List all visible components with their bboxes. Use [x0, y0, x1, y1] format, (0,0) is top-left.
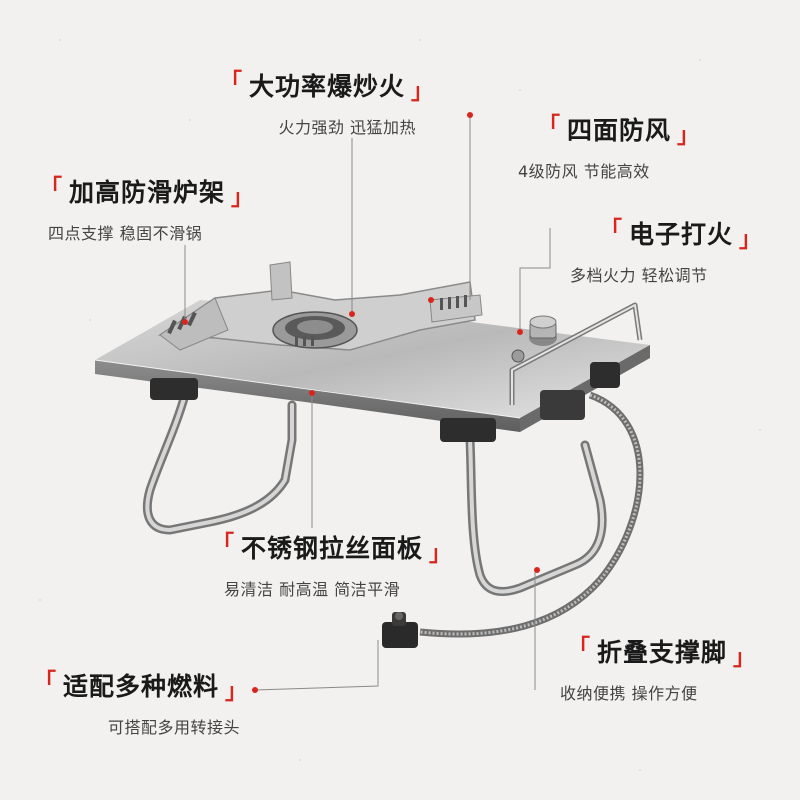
- callout-rack: 「 加高防滑炉架 」 四点支撑 稳固不滑锅: [40, 170, 254, 244]
- bracket-close: 」: [231, 186, 255, 211]
- feature-subtitle: 易清洁 耐高温 简洁平滑: [224, 580, 401, 599]
- handle-rail: [509, 302, 643, 405]
- feature-title: 大功率爆炒火: [249, 72, 406, 101]
- bracket-open: 「: [34, 670, 58, 695]
- feature-subtitle: 可搭配多用转接头: [108, 718, 241, 737]
- feature-subtitle: 火力强劲 迅猛加热: [278, 118, 417, 137]
- callout-leader-lines: [184, 115, 551, 691]
- fuel-connector: [382, 612, 418, 648]
- windshield-rack: [157, 261, 483, 351]
- bracket-open: 「: [538, 114, 562, 139]
- callout-panel: 「 不锈钢拉丝面板 」 易清洁 耐高温 简洁平滑: [212, 526, 452, 600]
- bracket-open: 「: [600, 218, 624, 243]
- feature-subtitle: 收纳便携 操作方便: [560, 684, 698, 703]
- bracket-open: 「: [212, 532, 236, 557]
- bracket-close: 」: [733, 646, 757, 671]
- callout-wind: 「 四面防风 」 4级防风 节能高效: [518, 108, 701, 182]
- bracket-close: 」: [225, 680, 249, 705]
- feature-subtitle: 4级防风 节能高效: [518, 162, 650, 181]
- feature-title: 折叠支撑脚: [597, 638, 728, 667]
- callout-ignite: 「 电子打火 」 多档火力 轻松调节: [570, 212, 763, 286]
- bracket-close: 」: [677, 124, 701, 149]
- feature-subtitle: 多档火力 轻松调节: [570, 266, 708, 285]
- bracket-open: 「: [220, 70, 244, 95]
- feature-title: 适配多种燃料: [63, 672, 220, 701]
- gas-hose: [419, 391, 644, 638]
- callout-power: 「 大功率爆炒火 」 火力强劲 迅猛加热: [220, 64, 434, 138]
- bracket-close: 」: [411, 80, 435, 105]
- feature-title: 不锈钢拉丝面板: [241, 534, 424, 563]
- ignition-knob: [511, 315, 557, 363]
- callout-fuel: 「 适配多种燃料 」 可搭配多用转接头: [34, 664, 248, 738]
- folding-legs: [142, 390, 607, 596]
- callout-points: [182, 112, 540, 693]
- feature-title: 电子打火: [629, 220, 734, 249]
- feature-subtitle: 四点支撑 稳固不滑锅: [48, 224, 203, 243]
- feature-title: 四面防风: [567, 116, 672, 145]
- feature-title: 加高防滑炉架: [69, 178, 226, 207]
- bracket-close: 」: [739, 228, 763, 253]
- bracket-open: 「: [568, 636, 592, 661]
- callout-legs: 「 折叠支撑脚 」 收纳便携 操作方便: [560, 630, 757, 704]
- bracket-open: 「: [40, 176, 64, 201]
- bracket-close: 」: [429, 542, 453, 567]
